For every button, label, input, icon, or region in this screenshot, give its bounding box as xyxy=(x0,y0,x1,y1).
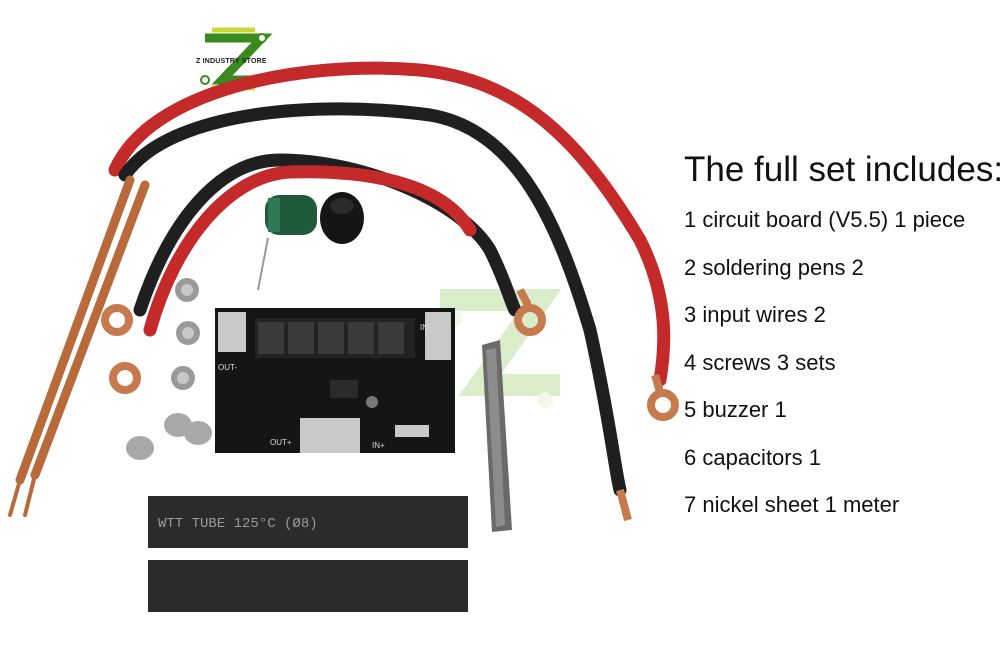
board-label-in-plus: IN+ xyxy=(372,441,385,450)
list-title: The full set includes: xyxy=(684,150,1000,189)
heat-shrink-tubes: WTT TUBE 125°C (Ø8) xyxy=(148,496,468,612)
contents-list: The full set includes: 1 circuit board (… xyxy=(684,150,1000,541)
list-item: 1 circuit board (V5.5) 1 piece xyxy=(684,207,966,232)
ring-terminals xyxy=(101,288,679,522)
board-label-out-minus: OUT- xyxy=(218,363,237,372)
tube-text: WTT TUBE 125°C (Ø8) xyxy=(158,516,318,532)
circuit-board: IN- IN+ OUT- OUT+ xyxy=(215,308,455,453)
store-logo-text: Z INDUSTRY STORE xyxy=(196,58,267,65)
capacitor-icon xyxy=(257,195,317,291)
list-item: 5 buzzer 1 xyxy=(684,397,787,422)
soldering-pens xyxy=(8,175,150,517)
buzzer-icon xyxy=(320,192,364,244)
screws xyxy=(126,278,212,460)
list-item: 4 screws 3 sets xyxy=(684,349,836,375)
input-wires xyxy=(108,61,671,497)
list-item: 3 input wires 2 xyxy=(684,302,826,327)
board-label-in-minus: IN- xyxy=(420,323,431,332)
nickel-sheet xyxy=(482,340,512,532)
list-item: 6 capacitors 1 xyxy=(684,444,821,470)
list-item: 2 soldering pens 2 xyxy=(684,254,864,280)
board-label-out-plus: OUT+ xyxy=(270,438,292,447)
list-item: 7 nickel sheet 1 meter xyxy=(684,492,900,517)
